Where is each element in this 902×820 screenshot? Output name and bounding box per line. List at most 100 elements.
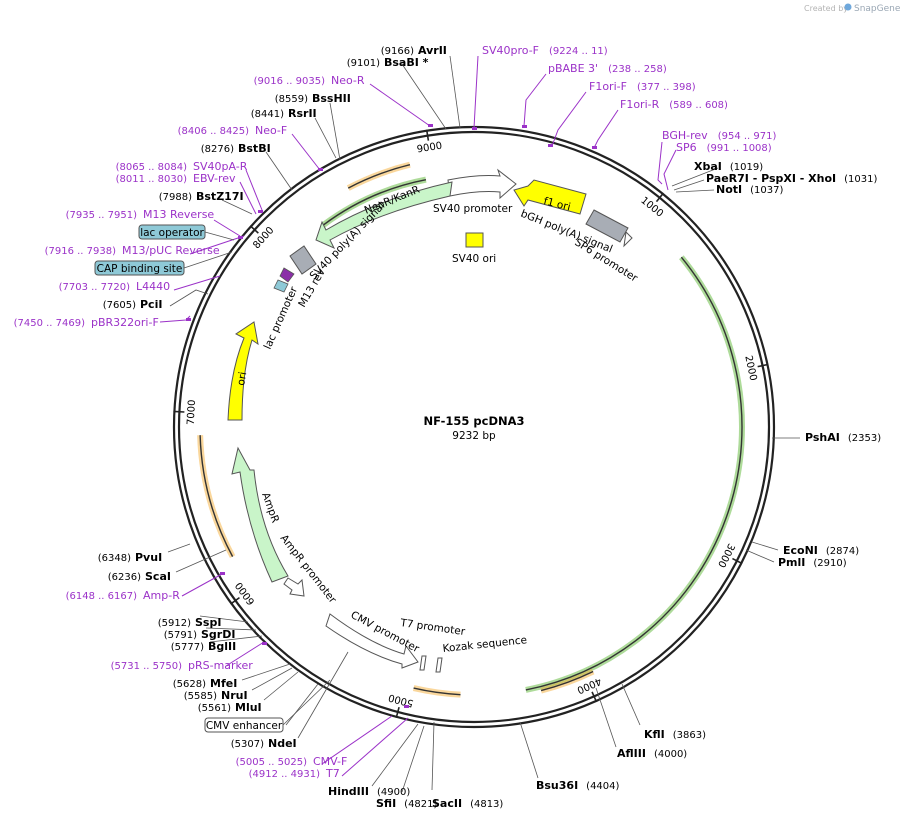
site-name: BstBI xyxy=(238,142,271,155)
primer-11[interactable]: M13/pUC Reverse(7916 .. 7938) xyxy=(45,244,220,257)
primer-name: Neo-F xyxy=(255,124,287,137)
site-10[interactable]: PshAI(2353) xyxy=(805,431,881,444)
snapgene-logo-icon xyxy=(844,3,852,11)
primer-name: Amp-R xyxy=(143,589,180,602)
site-2[interactable]: BssHII(8559) xyxy=(275,92,351,105)
site-6[interactable]: PciI(7605) xyxy=(103,298,163,311)
primer-17[interactable]: T7(4912 .. 4931) xyxy=(249,767,340,780)
primer-10[interactable]: M13 Reverse(7935 .. 7951) xyxy=(66,208,215,221)
credit-text: Created by xyxy=(804,4,848,13)
site-0[interactable]: AvrII(9166) xyxy=(381,44,447,57)
primer-7[interactable]: Neo-F (8406 .. 8425) xyxy=(178,124,288,137)
feature-kozak[interactable] xyxy=(435,657,443,673)
primer-6[interactable]: Neo-R(9016 .. 9035) xyxy=(254,74,365,87)
boxed-0[interactable]: lac operator xyxy=(138,224,235,241)
site-23[interactable]: BglII(5777) xyxy=(171,640,236,653)
feature-sv40-polya[interactable] xyxy=(289,245,317,275)
feature-sv40-promoter[interactable] xyxy=(447,168,517,200)
feature-bgh-polya[interactable] xyxy=(585,209,629,243)
site-19[interactable]: NdeI(5307) xyxy=(231,737,297,750)
primer-0[interactable]: SV40pro-F(9224 .. 11) xyxy=(482,44,608,57)
site-name: XbaI xyxy=(694,160,722,173)
site-8[interactable]: PaeR7I - PspXI - XhoI(1031) xyxy=(706,172,878,185)
orf-arcs xyxy=(197,161,745,698)
site-pos: (5561) xyxy=(198,703,231,714)
feature-cmv-promoter[interactable] xyxy=(325,613,419,669)
primer-13[interactable]: pBR322ori-F(7450 .. 7469) xyxy=(14,316,159,329)
site-3[interactable]: RsrII(8441) xyxy=(251,107,317,120)
site-15[interactable]: Bsu36I(4404) xyxy=(536,779,620,792)
site-7[interactable]: XbaI(1019) xyxy=(694,160,763,173)
site-pos: (7988) xyxy=(159,192,192,203)
feature-t7-promoter[interactable] xyxy=(419,655,427,671)
site-12[interactable]: PmlI(2910) xyxy=(778,556,847,569)
site-14[interactable]: AflIII (4000) xyxy=(617,747,687,760)
site-11[interactable]: EcoNI(2874) xyxy=(783,544,859,557)
primer-5[interactable]: SP6(991 .. 1008) xyxy=(676,141,772,154)
site-21[interactable]: NruI(5585) xyxy=(184,689,248,702)
site-18[interactable]: HindIII(4900) xyxy=(328,785,410,798)
site-25[interactable]: SspI(5912) xyxy=(158,616,222,629)
site-pos: (2874) xyxy=(826,546,859,557)
primer-12[interactable]: L4440(7703 .. 7720) xyxy=(59,280,171,293)
site-17[interactable]: SfiI(4821) xyxy=(376,797,438,810)
site-4[interactable]: BstBI(8276) xyxy=(201,142,271,155)
orf-arc-neo[interactable] xyxy=(322,178,427,226)
orf-arc-right[interactable] xyxy=(525,256,743,691)
boxed-2[interactable]: CMV enhancer xyxy=(204,679,331,733)
primer-4[interactable]: BGH-rev(954 .. 971) xyxy=(662,129,776,142)
site-1[interactable]: BsaBI *(9101) xyxy=(347,56,429,69)
primer-1[interactable]: pBABE 3'(238 .. 258) xyxy=(548,62,667,75)
site-13[interactable]: KflI(3863) xyxy=(644,728,706,741)
primer-3[interactable]: F1ori-R(589 .. 608) xyxy=(620,98,728,111)
site-name: NotI xyxy=(716,183,742,196)
primer-2[interactable]: F1ori-F(377 .. 398) xyxy=(589,80,696,93)
orf-arc-bottom[interactable] xyxy=(413,687,461,696)
site-20[interactable]: MluI(5561) xyxy=(198,701,262,714)
orf-arc-bottom-right[interactable] xyxy=(540,670,594,692)
primer-name: EBV-rev xyxy=(193,172,236,185)
site-27[interactable]: PvuI(6348) xyxy=(98,551,162,564)
site-26[interactable]: ScaI(6236) xyxy=(108,570,171,583)
tick-2000 xyxy=(757,363,769,368)
site-pos: (6348) xyxy=(98,553,131,564)
site-name: BstZ17I xyxy=(196,190,244,203)
boxed-1[interactable]: CAP binding site xyxy=(94,251,233,276)
primer-pos: (8406 .. 8425) xyxy=(178,126,250,137)
primer-pos: (991 .. 1008) xyxy=(707,143,772,154)
ampr-promoter-label: AmpR promoter xyxy=(278,532,339,606)
orf-arc-left[interactable] xyxy=(199,435,234,557)
orf-arc-top-left[interactable] xyxy=(347,164,411,189)
plasmid-size: 9232 bp xyxy=(452,430,496,442)
feature-sp6-promoter[interactable] xyxy=(623,230,633,248)
primer-name: pRS-marker xyxy=(188,659,253,672)
site-name: PmlI xyxy=(778,556,805,569)
feature-sv40-ori[interactable] xyxy=(465,232,484,248)
site-22[interactable]: MfeI(5628) xyxy=(173,677,238,690)
site-16[interactable]: SacII(4813) xyxy=(432,797,503,810)
site-5[interactable]: BstZ17I (7988) xyxy=(159,190,244,203)
feature-ampr-promoter[interactable] xyxy=(283,577,305,597)
site-name: SfiI xyxy=(376,797,396,810)
primer-8[interactable]: SV40pA-R(8065 .. 8084) xyxy=(116,160,248,173)
site-name: AflIII xyxy=(617,747,646,760)
primer-14[interactable]: Amp-R(6148 .. 6167) xyxy=(66,589,181,602)
primer-15[interactable]: pRS-marker(5731 .. 5750) xyxy=(111,659,254,672)
site-9[interactable]: NotI(1037) xyxy=(716,183,783,196)
site-name: HindIII xyxy=(328,785,369,798)
feature-m13-rev[interactable] xyxy=(273,267,295,293)
primer-pos: (5005 .. 5025) xyxy=(236,757,308,768)
primer-pos: (4912 .. 4931) xyxy=(249,769,321,780)
site-pos: (4000) xyxy=(654,749,687,760)
site-24[interactable]: SgrDI(5791) xyxy=(164,628,236,641)
site-name: MfeI xyxy=(210,677,237,690)
primer-9[interactable]: EBV-rev(8011 .. 8030) xyxy=(116,172,236,185)
tick-1000 xyxy=(655,192,665,203)
site-pos: (5307) xyxy=(231,739,264,750)
feature-ampr[interactable] xyxy=(231,446,289,583)
primer-pos: (9224 .. 11) xyxy=(549,46,608,57)
primer-pos: (238 .. 258) xyxy=(608,64,667,75)
primer-16[interactable]: CMV-F(5005 .. 5025) xyxy=(236,755,348,768)
feature-ori[interactable]: ori xyxy=(227,321,259,421)
